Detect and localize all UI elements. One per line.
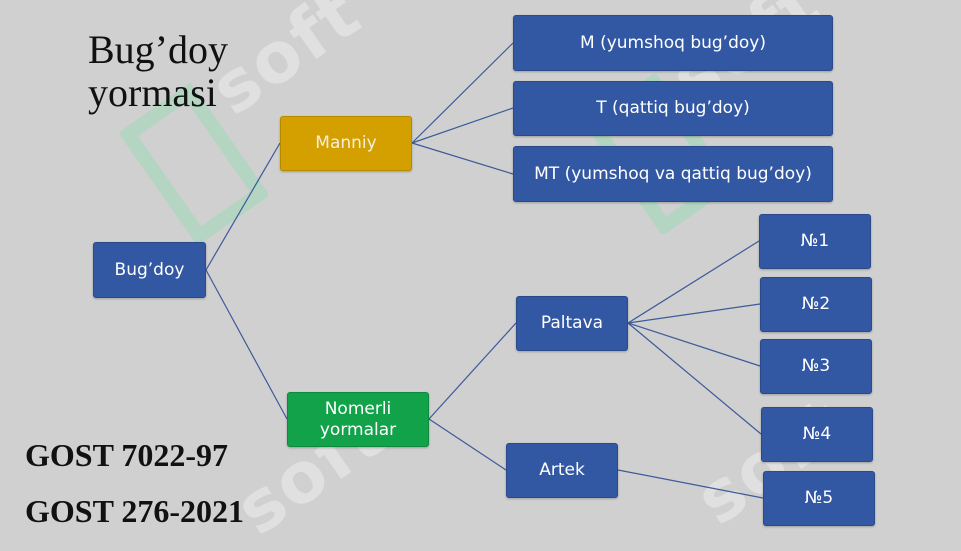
node-paltava: Paltava (516, 296, 628, 351)
connector-nomerli-artek (428, 418, 507, 471)
node-n2: №2 (760, 277, 872, 332)
node-mt: MT (yumshoq va qattiq bug’doy) (513, 146, 833, 202)
node-root: Bug’doy (93, 242, 206, 298)
node-n1: №1 (759, 214, 871, 269)
page-title-line1: Bug’doy (88, 27, 228, 72)
node-manniy: Manniy (280, 116, 412, 171)
connector-paltava-n3 (627, 322, 761, 367)
standard-1: GOST 7022-97 (25, 437, 228, 473)
standard-2: GOST 276-2021 (25, 493, 244, 529)
connector-manniy-mt (411, 142, 514, 175)
connector-manniy-t (411, 107, 514, 144)
page-title: Bug’doy yormasi (88, 28, 228, 114)
node-artek: Artek (506, 443, 618, 498)
page-title-line2: yormasi (88, 70, 217, 115)
connector-manniy-m (411, 42, 514, 144)
connector-root-nomerli (205, 269, 288, 420)
node-n3: №3 (760, 339, 872, 394)
connector-paltava-n4 (627, 322, 762, 435)
node-nomerli: Nomerli yormalar (287, 392, 429, 447)
connector-root-manniy (205, 142, 281, 271)
node-m: M (yumshoq bug’doy) (513, 15, 833, 71)
connector-nomerli-paltava (428, 322, 517, 420)
connector-artek-n5 (617, 469, 764, 499)
node-n4: №4 (761, 407, 873, 462)
node-n5: №5 (763, 471, 875, 526)
connector-paltava-n1 (627, 240, 760, 324)
node-t: T (qattiq bug’doy) (513, 81, 833, 136)
connector-paltava-n2 (627, 303, 761, 324)
